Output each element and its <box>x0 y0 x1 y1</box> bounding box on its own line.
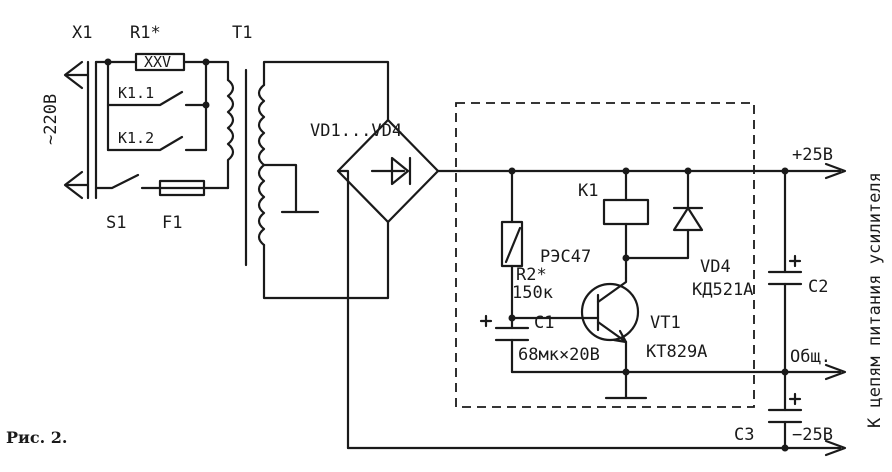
label-destination: К цепям питания усилителя <box>865 172 885 428</box>
terminal-x1 <box>63 60 98 200</box>
resistor-r2 <box>500 169 524 320</box>
label-plus-25v: +25В <box>792 145 833 165</box>
label-x1: X1 <box>72 23 92 43</box>
label-k1-1: K1.1 <box>118 84 154 102</box>
label-diode-bridge: VD1...VD4 <box>310 121 402 141</box>
diode-bridge <box>336 118 462 450</box>
label-s1: S1 <box>106 213 126 233</box>
label-k1-2: K1.2 <box>118 129 154 147</box>
label-k1: K1 <box>578 181 598 201</box>
label-c2: C2 <box>808 277 828 297</box>
figure-caption: Рис. 2. <box>6 428 67 447</box>
label-common: Общ. <box>790 347 831 367</box>
label-mains-voltage: ~220В <box>41 94 61 145</box>
relay-coil-k1 <box>602 169 650 280</box>
capacitor-c2 <box>767 169 803 374</box>
label-vd4-type: КД521А <box>692 280 753 300</box>
label-c1: C1 <box>534 313 554 333</box>
fuse-f1 <box>158 179 230 197</box>
capacitor-c1 <box>479 314 530 374</box>
label-vd4: VD4 <box>700 257 731 277</box>
label-vt1: VT1 <box>650 313 681 333</box>
resistor-r1 <box>94 52 208 72</box>
label-t1: T1 <box>232 23 252 43</box>
capacitor-c3 <box>767 370 803 450</box>
label-r1-value: XXV <box>144 53 171 71</box>
diode-vd4 <box>624 169 704 260</box>
label-f1: F1 <box>162 213 182 233</box>
switch-s1 <box>94 173 162 190</box>
module-outline <box>455 102 755 408</box>
label-minus-25v: −25В <box>792 425 833 445</box>
label-c1-value: 68мк×20В <box>518 345 600 365</box>
label-r2: R2* <box>516 265 547 285</box>
label-vt1-type: КТ829А <box>646 342 707 362</box>
transistor-vt1 <box>510 276 640 374</box>
transformer-t1 <box>204 60 390 300</box>
label-r2-value: 150к <box>512 283 553 303</box>
label-r1: R1* <box>130 23 161 43</box>
label-relay-type: РЭС47 <box>540 247 591 267</box>
label-c3: C3 <box>734 425 754 445</box>
relay-contact-k1-2 <box>106 135 208 152</box>
